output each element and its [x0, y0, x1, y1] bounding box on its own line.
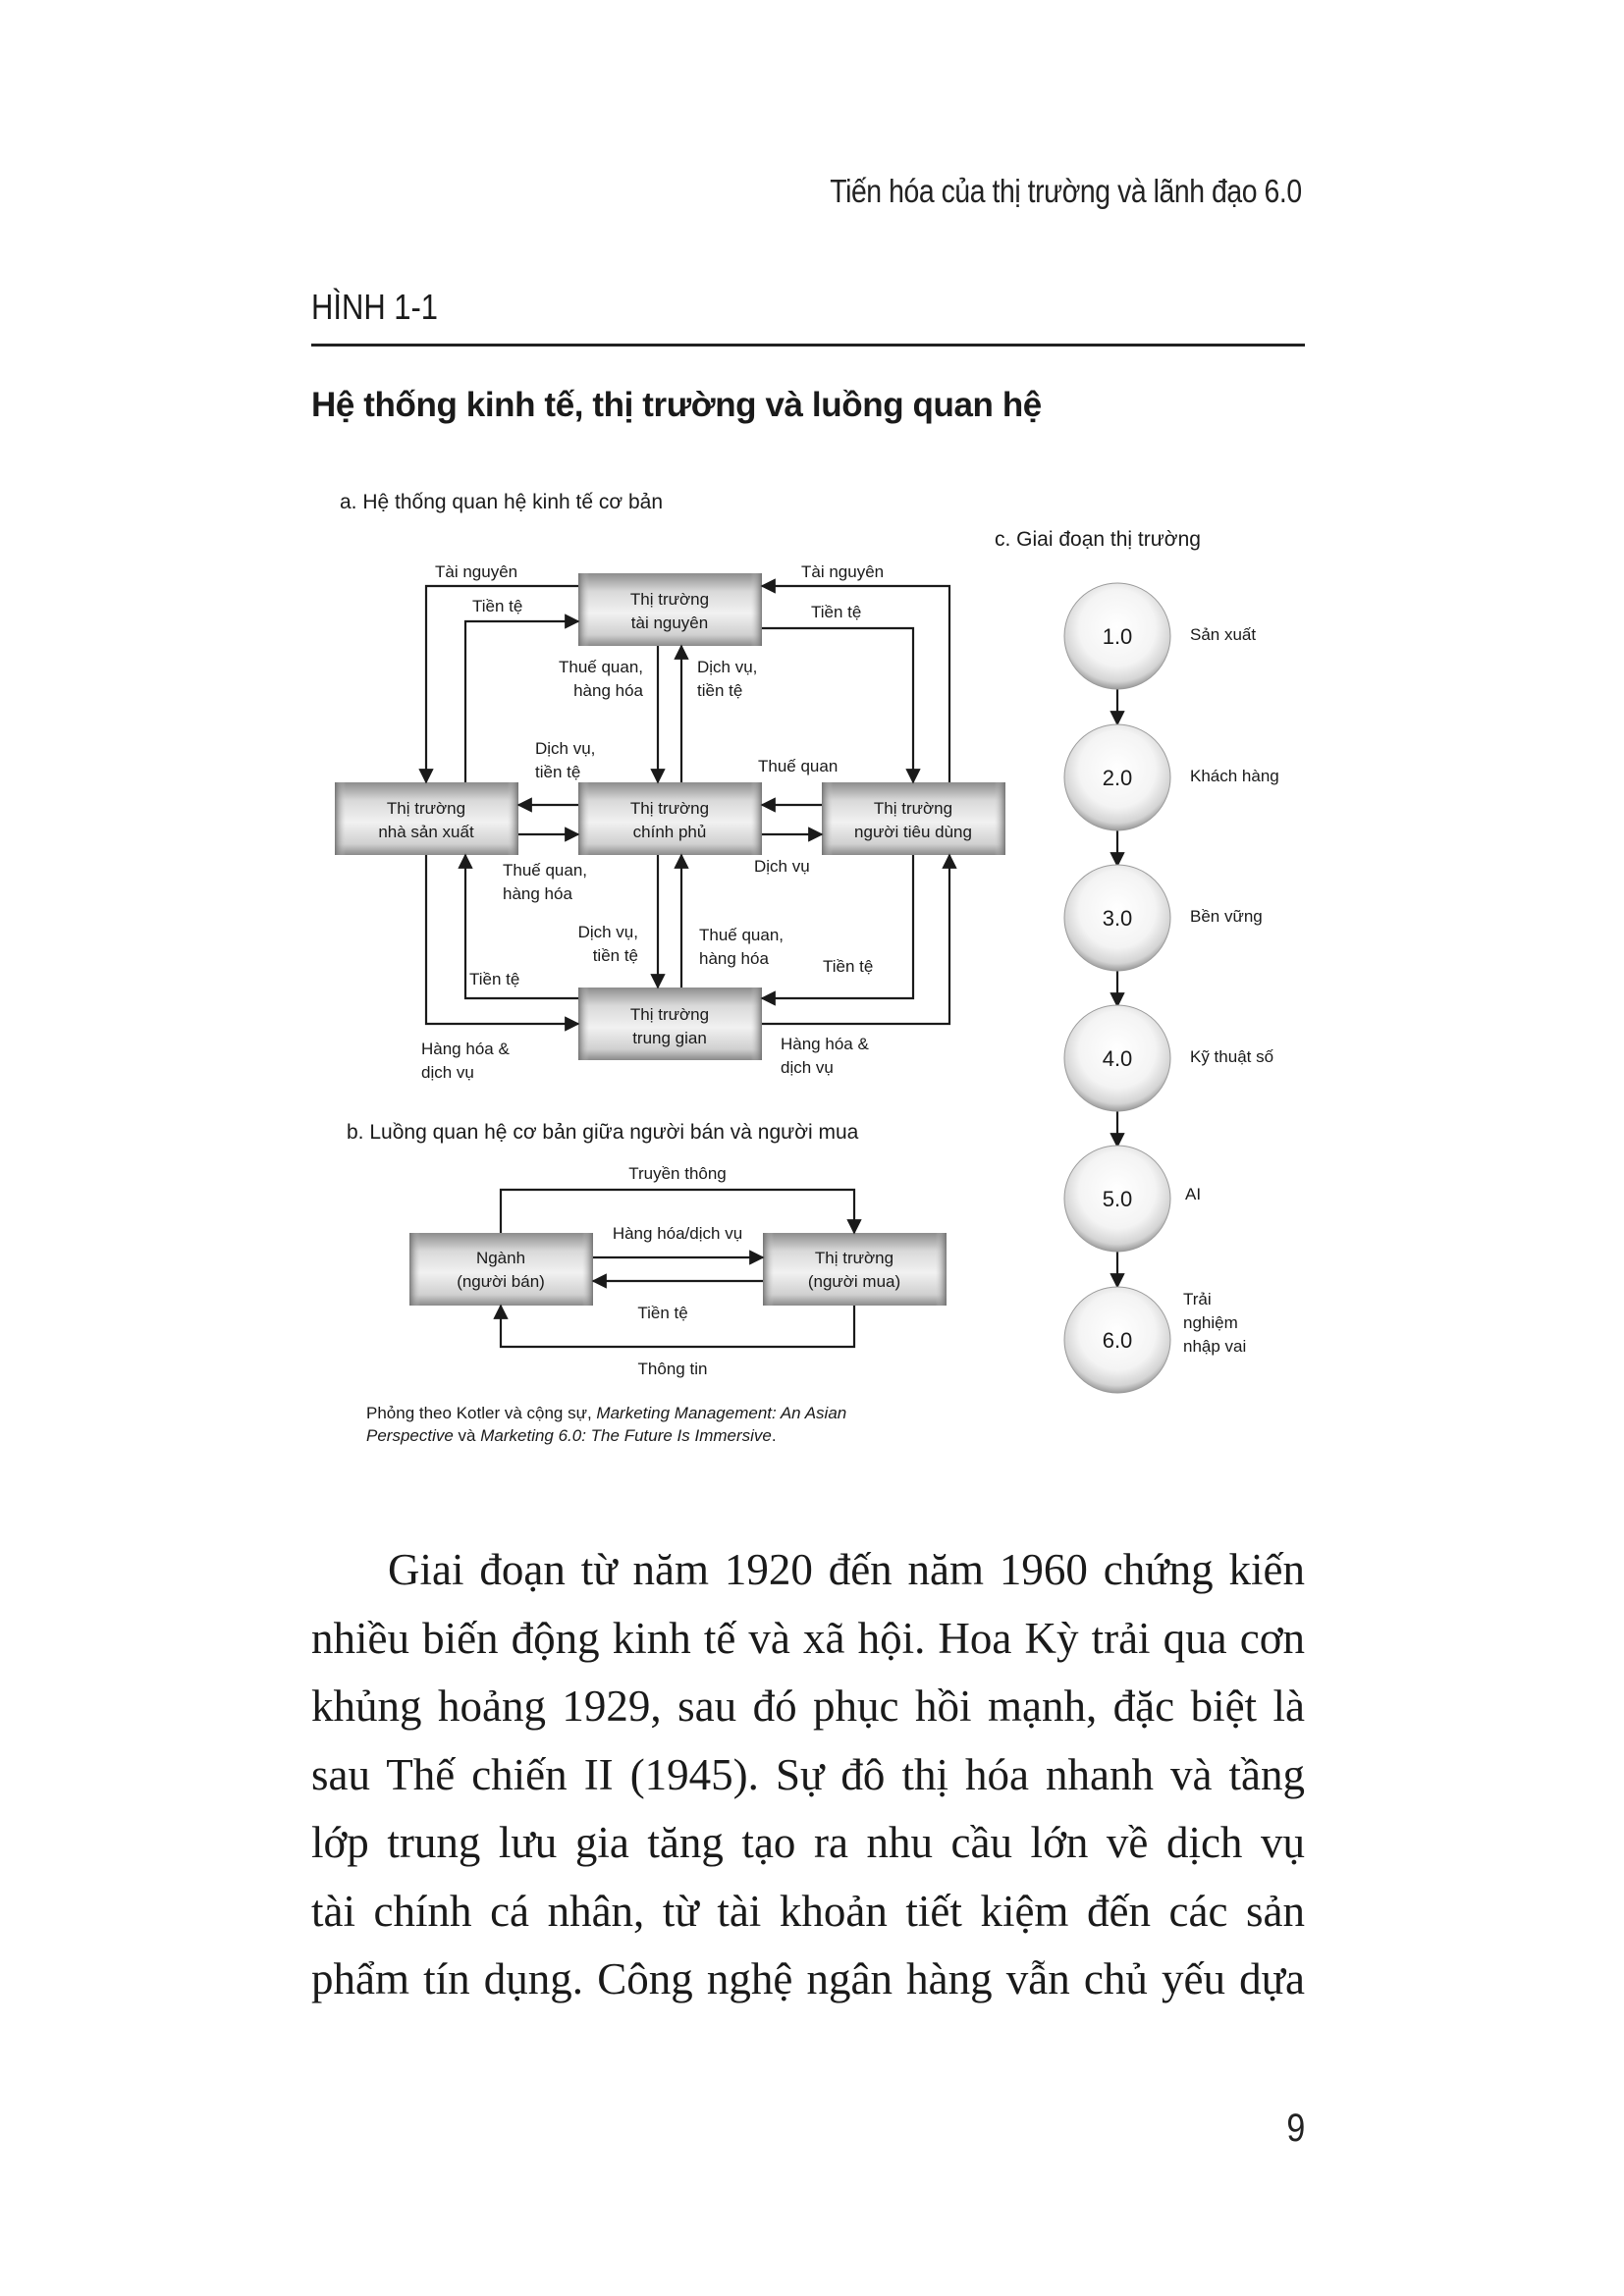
flow-label: Thuế quan [758, 757, 838, 775]
box-producer-market: Thị trường nhà sản xuất [335, 782, 518, 855]
flow-label: Thông tin [638, 1360, 708, 1378]
stage-circle: 1.0 Sản xuất [1063, 582, 1256, 690]
flow-label: Thuế quan, [559, 658, 643, 676]
stage-circle: 5.0 AI [1063, 1145, 1201, 1253]
svg-text:nghiệm: nghiệm [1183, 1313, 1238, 1332]
svg-text:tài nguyên: tài nguyên [631, 614, 708, 632]
svg-text:Trải: Trải [1183, 1290, 1212, 1308]
flow-label: hàng hóa [503, 884, 572, 903]
svg-text:2.0: 2.0 [1103, 766, 1133, 790]
flow-label: Tiền tệ [472, 597, 522, 615]
body-line: nhiều biến động kinh tế và xã hội. Hoa K… [311, 1613, 1305, 1663]
flow-label: Tiền tệ [637, 1304, 687, 1322]
svg-text:AI: AI [1185, 1185, 1201, 1203]
panel-a-title: a. Hệ thống quan hệ kinh tế cơ bản [340, 491, 663, 513]
svg-text:3.0: 3.0 [1103, 906, 1133, 931]
flow-label: Truyền thông [628, 1164, 727, 1183]
flow-label: Tiền tệ [469, 970, 519, 988]
body-line: khủng hoảng 1929, sau đó phục hồi mạnh, … [311, 1682, 1305, 1731]
flow-label: tiền tệ [697, 681, 742, 700]
figure-source-line-1: Phỏng theo Kotler và cộng sự, Marketing … [366, 1404, 846, 1422]
svg-text:Sản xuất: Sản xuất [1190, 625, 1256, 644]
svg-text:Thị trường: Thị trường [874, 799, 952, 818]
body-line: lớp trung lưu gia tăng tạo ra nhu cầu lớ… [311, 1818, 1305, 1867]
flow-label: dịch vụ [781, 1058, 834, 1077]
flow-label: Dịch vụ, [578, 923, 638, 941]
stage-circle: 4.0 Kỹ thuật số [1063, 1004, 1274, 1112]
flow-label: Tiền tệ [811, 603, 861, 621]
page-number: 9 [1286, 2107, 1305, 2150]
svg-text:trung gian: trung gian [632, 1029, 707, 1047]
flow-label: Tiền tệ [823, 957, 873, 976]
svg-text:6.0: 6.0 [1103, 1328, 1133, 1353]
panel-a-flows [418, 578, 957, 1032]
flow-label: Hàng hóa & [421, 1040, 510, 1058]
flow-label: Dịch vụ, [697, 658, 757, 676]
svg-text:Thị trường: Thị trường [387, 799, 465, 818]
svg-text:(người bán): (người bán) [457, 1272, 545, 1291]
body-line: phẩm tín dụng. Công nghệ ngân hàng vẫn c… [311, 1954, 1305, 2003]
svg-text:người tiêu dùng: người tiêu dùng [854, 823, 972, 841]
stage-circle: 3.0 Bền vững [1063, 864, 1263, 972]
svg-text:chính phủ: chính phủ [633, 823, 707, 841]
stage-circle: 2.0 Khách hàng [1063, 723, 1279, 831]
svg-text:Ngành: Ngành [476, 1249, 525, 1267]
box-seller: Ngành (người bán) [409, 1233, 593, 1306]
flow-label: Tài nguyên [435, 562, 517, 581]
panel-b-title: b. Luồng quan hệ cơ bản giữa người bán v… [347, 1121, 859, 1144]
running-head: Tiến hóa của thị trường và lãnh đạo 6.0 [830, 173, 1303, 209]
flow-label: Hàng hóa/dịch vụ [613, 1224, 742, 1243]
svg-text:1.0: 1.0 [1103, 624, 1133, 649]
body-line: Giai đoạn từ năm 1920 đến năm 1960 chứng… [388, 1545, 1305, 1594]
figure-rule [311, 344, 1305, 347]
figure-label: HÌNH 1-1 [311, 287, 439, 327]
svg-text:nhà sản xuất: nhà sản xuất [378, 823, 474, 841]
box-buyer: Thị trường (người mua) [763, 1233, 947, 1306]
panel-b-flows [493, 1188, 862, 1349]
flow-label: Hàng hóa & [781, 1035, 869, 1053]
svg-text:nhập vai: nhập vai [1183, 1337, 1246, 1356]
box-resource-market: Thị trường tài nguyên [578, 573, 762, 646]
svg-text:Thị trường: Thị trường [630, 590, 709, 609]
flow-label: Dịch vụ, [535, 739, 595, 758]
box-consumer-market: Thị trường người tiêu dùng [822, 782, 1005, 855]
flow-label: hàng hóa [699, 949, 769, 968]
flow-label: dịch vụ [421, 1063, 474, 1082]
box-government-market: Thị trường chính phủ [578, 782, 762, 855]
flow-label: Dịch vụ [754, 857, 810, 876]
body-line: sau Thế chiến II (1945). Sự đô thị hóa n… [311, 1749, 1305, 1799]
svg-text:Bền vững: Bền vững [1190, 907, 1263, 926]
figure-source-line-2: Perspective và Marketing 6.0: The Future… [366, 1426, 777, 1445]
flow-label: Thuế quan, [699, 926, 784, 944]
flow-label: tiền tệ [593, 946, 638, 965]
svg-text:Thị trường: Thị trường [630, 1005, 709, 1024]
svg-text:5.0: 5.0 [1103, 1187, 1133, 1211]
stage-circle: 6.0 Trải nghiệm nhập vai [1063, 1286, 1246, 1394]
body-line: tài chính cá nhân, từ tài khoản tiết kiệ… [311, 1886, 1305, 1936]
flow-label: tiền tệ [535, 763, 580, 781]
body-paragraph: Giai đoạn từ năm 1920 đến năm 1960 chứng… [311, 1536, 1305, 2014]
figure-title: Hệ thống kinh tế, thị trường và luồng qu… [311, 386, 1042, 424]
flow-label: Tài nguyên [801, 562, 884, 581]
panel-c-title: c. Giai đoạn thị trường [995, 528, 1201, 551]
flow-label: hàng hóa [573, 681, 643, 700]
svg-text:Khách hàng: Khách hàng [1190, 767, 1279, 785]
svg-text:(người mua): (người mua) [808, 1272, 900, 1291]
svg-text:Kỹ thuật số: Kỹ thuật số [1190, 1047, 1274, 1066]
box-intermediary-market: Thị trường trung gian [578, 988, 762, 1060]
svg-text:4.0: 4.0 [1103, 1046, 1133, 1071]
svg-text:Thị trường: Thị trường [815, 1249, 893, 1267]
svg-text:Thị trường: Thị trường [630, 799, 709, 818]
figure-diagram: a. Hệ thống quan hệ kinh tế cơ bản c. Gi… [335, 491, 1279, 1445]
flow-label: Thuế quan, [503, 861, 587, 880]
